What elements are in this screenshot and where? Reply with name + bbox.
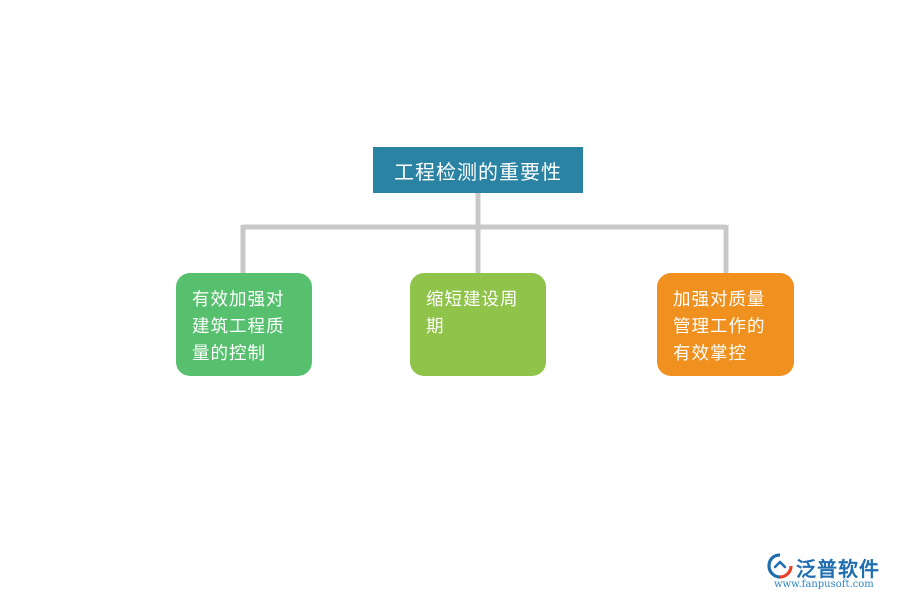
watermark-name: 泛普软件: [796, 557, 880, 581]
fanpu-logo-icon: [767, 553, 793, 579]
child-node-quality-management: 加强对质量管理工作的有效掌控: [657, 273, 794, 376]
child-node-quality-control: 有效加强对建筑工程质量的控制: [176, 273, 312, 376]
root-node: 工程检测的重要性: [373, 147, 583, 193]
root-node-label: 工程检测的重要性: [394, 159, 562, 184]
child-node-label: 加强对质量管理工作的有效掌控: [673, 290, 766, 364]
child-node-label: 有效加强对建筑工程质量的控制: [192, 290, 285, 364]
child-node-shorten-period: 缩短建设周期: [410, 273, 546, 376]
watermark-logo: 泛普软件 www.fanpusoft.com: [766, 552, 894, 594]
child-node-label: 缩短建设周期: [426, 290, 519, 337]
watermark-url: www.fanpusoft.com: [774, 579, 874, 590]
